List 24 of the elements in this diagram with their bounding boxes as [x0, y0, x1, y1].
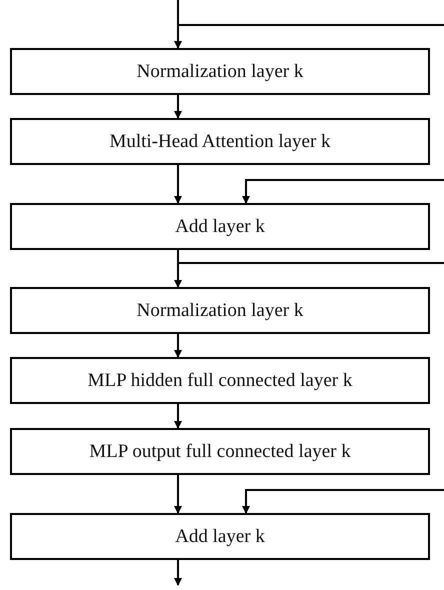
layer-box — [10, 513, 430, 560]
layer-label: Add layer k — [175, 216, 265, 238]
arrow — [174, 560, 182, 586]
layer-label: Add layer k — [175, 526, 265, 548]
layer-box — [10, 48, 430, 95]
layer-box — [10, 428, 430, 475]
layer-label: MLP hidden full connected layer k — [88, 370, 352, 392]
arrow — [174, 0, 182, 49]
arrow — [174, 475, 182, 514]
arrow — [174, 404, 182, 429]
arrow — [178, 24, 444, 204]
layer-box — [10, 203, 430, 250]
layer-label: Normalization layer k — [136, 60, 304, 82]
arrow — [174, 334, 182, 358]
layer-box — [10, 357, 430, 404]
arrow — [174, 95, 182, 119]
layer-box — [10, 287, 430, 334]
layer-label: MLP output full connected layer k — [89, 440, 351, 462]
arrow — [174, 165, 182, 204]
layer-box — [10, 118, 430, 165]
arrow — [178, 262, 444, 514]
layer-label: Normalization layer k — [136, 300, 304, 322]
layer-label: Multi-Head Attention layer k — [109, 130, 331, 152]
arrow — [174, 250, 182, 288]
